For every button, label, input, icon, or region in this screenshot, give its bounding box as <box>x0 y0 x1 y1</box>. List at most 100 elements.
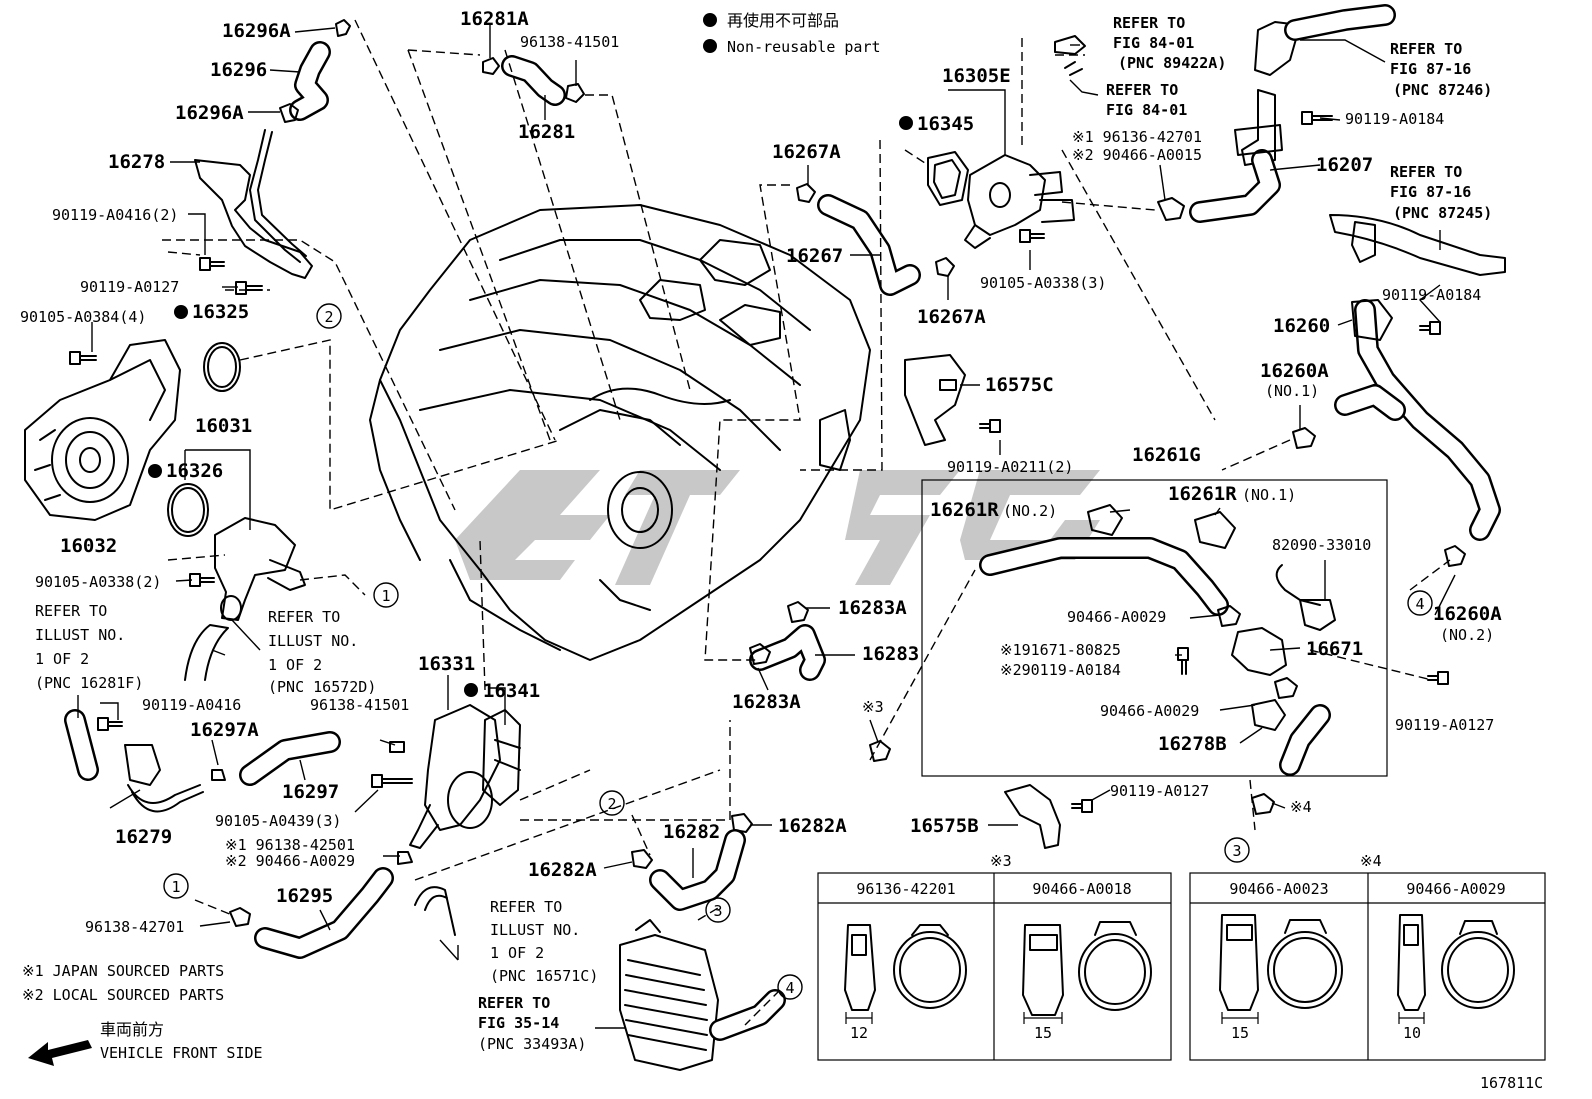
svg-text:(PNC 89422A): (PNC 89422A) <box>1118 54 1226 72</box>
mark-4: ※4 <box>1290 798 1312 816</box>
nonreusable-bullet <box>899 116 913 130</box>
label-16283: 16283 <box>862 643 919 665</box>
svg-text:3: 3 <box>1232 842 1241 860</box>
refer-blocks: REFER TO FIG 84-01 (PNC 89422A) REFER TO… <box>35 14 1492 1053</box>
label-16267: 16267 <box>786 245 843 267</box>
nonreusable-bullet <box>174 305 188 319</box>
label-16297: 16297 <box>282 781 339 803</box>
svg-text:1 OF 2: 1 OF 2 <box>490 944 544 962</box>
clamp-table-4: ※4 90466-A0023 90466-A0029 15 10 <box>1189 852 1546 1061</box>
bolt-icon <box>189 573 215 587</box>
label-90119-A0416: 90119-A0416 <box>142 696 241 714</box>
svg-text:FIG 87-16: FIG 87-16 <box>1390 183 1471 201</box>
bolt-icon <box>371 774 413 788</box>
svg-text:1: 1 <box>171 878 180 896</box>
svg-text:4: 4 <box>1415 595 1424 613</box>
bolt-icon <box>235 281 263 295</box>
label-90105-A0439: 90105-A0439(3) <box>215 812 341 830</box>
label-16267A: 16267A <box>772 141 841 163</box>
svg-text:VEHICLE FRONT SIDE: VEHICLE FRONT SIDE <box>100 1044 263 1062</box>
label-16345: 16345 <box>917 113 974 135</box>
svg-text:FIG 84-01: FIG 84-01 <box>1106 101 1187 119</box>
mark-3: ※3 <box>862 698 884 716</box>
label-16282A: 16282A <box>528 859 597 881</box>
label-16032: 16032 <box>60 535 117 557</box>
engine-block-illustration <box>369 204 871 661</box>
front-arrow-icon <box>28 1040 92 1066</box>
label-96138-42501: ※1 96138-42501 <box>225 836 355 854</box>
svg-text:REFER TO: REFER TO <box>35 602 107 620</box>
svg-text:(PNC 87246): (PNC 87246) <box>1393 81 1492 99</box>
svg-text:※2 LOCAL SOURCED PARTS: ※2 LOCAL SOURCED PARTS <box>22 986 224 1004</box>
circled-references: 1 1 2 2 3 3 4 4 <box>163 303 1433 1000</box>
label-16297A: 16297A <box>190 719 259 741</box>
thermostat-housing-16031 <box>214 517 306 621</box>
label-96138-42701: 96138-42701 <box>85 918 184 936</box>
svg-text:REFER TO: REFER TO <box>1113 14 1185 32</box>
svg-text:ILLUST NO.: ILLUST NO. <box>490 921 580 939</box>
label-16261R-no2: 16261R <box>930 499 999 521</box>
label-90119-A0127: 90119-A0127 <box>1395 716 1494 734</box>
label-90105-A0384: 90105-A0384(4) <box>20 308 146 326</box>
svg-text:15: 15 <box>1034 1024 1052 1042</box>
water-valve-16305E <box>964 154 1075 249</box>
bolt-icon <box>1019 229 1045 243</box>
svg-text:※3: ※3 <box>990 852 1012 870</box>
svg-text:15: 15 <box>1231 1024 1249 1042</box>
clamp-table-3: ※3 96136-42201 90466-A0018 12 15 <box>817 852 1172 1061</box>
label-16282A: 16282A <box>778 815 847 837</box>
leader-lines <box>77 25 1456 1029</box>
label-16295: 16295 <box>276 885 333 907</box>
svg-text:1: 1 <box>381 587 390 605</box>
bolt-icon <box>1419 321 1441 335</box>
svg-text:REFER TO: REFER TO <box>268 608 340 626</box>
bolt-icon <box>97 717 123 731</box>
label-16267A: 16267A <box>917 306 986 328</box>
bolt-icon <box>69 351 97 365</box>
svg-text:90466-A0018: 90466-A0018 <box>1032 880 1131 898</box>
label-16296: 16296 <box>210 59 267 81</box>
svg-text:96136-42201: 96136-42201 <box>856 880 955 898</box>
label-16296A: 16296A <box>222 20 291 42</box>
o-ring-16325 <box>203 342 241 392</box>
diagram-number: 167811C <box>1480 1074 1543 1092</box>
label-16261R-no1: 16261R <box>1168 483 1237 505</box>
bolt-icon <box>1177 647 1189 675</box>
label-91671-80825: ※191671-80825 <box>1000 641 1121 659</box>
svg-text:2: 2 <box>607 795 616 813</box>
label-90466-A0015: ※2 90466-A0015 <box>1072 146 1202 164</box>
label-16281A: 16281A <box>460 8 529 30</box>
source-notes: ※1 JAPAN SOURCED PARTS ※2 LOCAL SOURCED … <box>22 962 263 1066</box>
label-16031: 16031 <box>195 415 252 437</box>
oil-cooler-illustration <box>619 919 786 1071</box>
label-16305E: 16305E <box>942 65 1011 87</box>
svg-text:※4: ※4 <box>1360 852 1382 870</box>
label-96138-41501: 96138-41501 <box>310 696 409 714</box>
label-90119-A0184: ※290119-A0184 <box>1000 661 1121 679</box>
label-16575C: 16575C <box>985 374 1054 396</box>
svg-text:3: 3 <box>713 902 722 920</box>
label-90466-A0029: 90466-A0029 <box>1100 702 1199 720</box>
svg-text:REFER TO: REFER TO <box>1390 163 1462 181</box>
svg-text:REFER TO: REFER TO <box>490 898 562 916</box>
label-90119-A0127: 90119-A0127 <box>80 278 179 296</box>
svg-text:(PNC 16572D): (PNC 16572D) <box>268 678 376 696</box>
label-16575B: 16575B <box>910 815 979 837</box>
label-16260A: 16260A <box>1433 603 1502 625</box>
label-16341: 16341 <box>483 680 540 702</box>
label-16283A: 16283A <box>838 597 907 619</box>
label-90119-A0127: 90119-A0127 <box>1110 782 1209 800</box>
label-96138-41501: 96138-41501 <box>520 33 619 51</box>
svg-text:2: 2 <box>324 308 333 326</box>
label-16278B: 16278B <box>1158 733 1227 755</box>
svg-text:FIG 35-14: FIG 35-14 <box>478 1014 559 1032</box>
water-pump-16032 <box>24 339 181 521</box>
svg-text:REFER TO: REFER TO <box>478 994 550 1012</box>
label-90105-A0338: 90105-A0338(2) <box>35 573 161 591</box>
bolt-icon <box>1301 111 1333 125</box>
label-90119-A0416: 90119-A0416(2) <box>52 206 178 224</box>
dashed-reference-lines <box>162 19 1451 1026</box>
svg-text:車両前方: 車両前方 <box>100 1020 164 1039</box>
svg-text:(NO.2): (NO.2) <box>1003 502 1057 520</box>
